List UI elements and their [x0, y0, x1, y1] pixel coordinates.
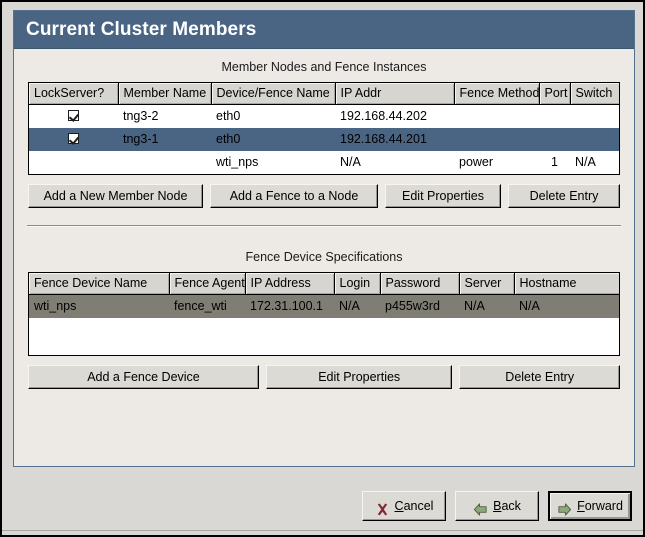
col-ip-address[interactable]: IP Address [245, 273, 335, 295]
add-fence-to-node-button[interactable]: Add a Fence to a Node [210, 184, 378, 208]
cell-login: N/A [334, 294, 380, 318]
arrow-left-icon [473, 499, 488, 516]
dialog-title-bar: Current Cluster Members [14, 11, 634, 49]
cell-ip-addr: 192.168.44.202 [340, 109, 427, 123]
cell-ip-addr: N/A [340, 155, 361, 169]
cell-switch [570, 128, 619, 151]
back-button-label: Back [493, 499, 521, 513]
cell-switch [570, 105, 619, 129]
cell-port [539, 128, 570, 151]
col-lockserver[interactable]: LockServer? [29, 83, 119, 105]
cell-lockserver [29, 151, 118, 174]
cell-fence-device-name: wti_nps [29, 294, 169, 318]
add-fence-device-button[interactable]: Add a Fence Device [28, 365, 259, 389]
cancel-button[interactable]: Cancel [362, 491, 446, 521]
lockserver-checkbox[interactable] [68, 133, 79, 144]
back-button[interactable]: Back [455, 491, 539, 521]
forward-button-label: Forward [577, 499, 623, 513]
fence-devices-header-row: Fence Device Name Fence Agent IP Address… [29, 273, 619, 295]
cell-device-fence-name: eth0 [211, 128, 335, 151]
cell-password: p455w3rd [380, 294, 459, 318]
cell-fence-agent: fence_wti [169, 294, 245, 318]
members-section-caption: Member Nodes and Fence Instances [221, 60, 427, 74]
member-nodes-header-row: LockServer? Member Name Device/Fence Nam… [29, 83, 619, 105]
cell-port: 1 [551, 155, 558, 169]
member-nodes-body: tng3-2 eth0 192.168.44.202 tng3-1 [29, 105, 619, 175]
cell-lockserver[interactable] [29, 105, 118, 129]
table-row[interactable]: wti_nps N/A power 1 N/A [29, 151, 619, 174]
table-row[interactable]: tng3-1 eth0 192.168.44.201 [29, 128, 619, 151]
col-fence-device-name[interactable]: Fence Device Name [29, 273, 170, 295]
col-login[interactable]: Login [334, 273, 381, 295]
cell-member-name: tng3-1 [118, 128, 211, 151]
cell-fence-method [454, 105, 539, 129]
cell-ip-addr: 192.168.44.201 [335, 128, 454, 151]
col-device-fence-name[interactable]: Device/Fence Name [211, 83, 336, 105]
arrow-right-icon [557, 499, 572, 516]
edit-fence-properties-button[interactable]: Edit Properties [265, 365, 453, 389]
cancel-button-label: Cancel [394, 499, 434, 513]
cell-member-name: tng3-2 [123, 109, 159, 123]
cell-device-fence-name: wti_nps [216, 155, 259, 169]
cell-fence-method: power [459, 155, 494, 169]
member-nodes-table-container[interactable]: LockServer? Member Name Device/Fence Nam… [28, 82, 620, 175]
col-server[interactable]: Server [459, 273, 515, 295]
cell-member-name [118, 151, 211, 174]
section-divider [27, 225, 621, 227]
col-password[interactable]: Password [380, 273, 460, 295]
col-fence-agent[interactable]: Fence Agent [169, 273, 246, 295]
close-x-icon [375, 499, 390, 515]
fence-devices-body: wti_nps fence_wti 172.31.100.1 N/A p455w… [29, 294, 619, 318]
col-switch[interactable]: Switch [570, 83, 619, 105]
delete-member-entry-button[interactable]: Delete Entry [508, 184, 620, 208]
footer-separator [2, 530, 643, 531]
fence-devices-table-container[interactable]: Fence Device Name Fence Agent IP Address… [28, 272, 620, 356]
table-row[interactable]: wti_nps fence_wti 172.31.100.1 N/A p455w… [29, 294, 619, 318]
fence-devices-table: Fence Device Name Fence Agent IP Address… [29, 273, 619, 318]
col-member-name[interactable]: Member Name [118, 83, 212, 105]
add-new-member-node-button[interactable]: Add a New Member Node [28, 184, 203, 208]
col-hostname[interactable]: Hostname [514, 273, 619, 295]
fence-actions-toolbar: Add a Fence Device Edit Properties Delet… [28, 356, 620, 389]
cell-hostname: N/A [514, 294, 619, 318]
cell-port [539, 105, 570, 129]
navigation-buttons: Cancel Back Forward [362, 491, 632, 521]
cell-ip-address: 172.31.100.1 [245, 294, 334, 318]
col-port[interactable]: Port [539, 83, 571, 105]
cell-fence-method [454, 128, 539, 151]
dialog-footer: Cancel Back Forward [2, 484, 643, 535]
cell-switch: N/A [575, 155, 596, 169]
col-fence-method[interactable]: Fence Method [454, 83, 540, 105]
panel-body: Member Nodes and Fence Instances LockSer… [14, 49, 634, 466]
cell-server: N/A [459, 294, 514, 318]
member-nodes-table: LockServer? Member Name Device/Fence Nam… [29, 83, 619, 175]
fence-section-caption: Fence Device Specifications [245, 250, 403, 264]
forward-button[interactable]: Forward [548, 491, 632, 521]
cell-lockserver[interactable] [29, 128, 118, 151]
lockserver-checkbox[interactable] [68, 110, 79, 121]
page-title: Current Cluster Members [26, 18, 257, 40]
edit-member-properties-button[interactable]: Edit Properties [385, 184, 501, 208]
member-actions-toolbar: Add a New Member Node Add a Fence to a N… [28, 175, 620, 208]
delete-fence-entry-button[interactable]: Delete Entry [459, 365, 620, 389]
col-ip-addr[interactable]: IP Addr [335, 83, 455, 105]
table-row[interactable]: tng3-2 eth0 192.168.44.202 [29, 105, 619, 129]
cell-device-fence-name: eth0 [216, 109, 241, 123]
cluster-config-panel: Current Cluster Members Member Nodes and… [13, 10, 635, 467]
